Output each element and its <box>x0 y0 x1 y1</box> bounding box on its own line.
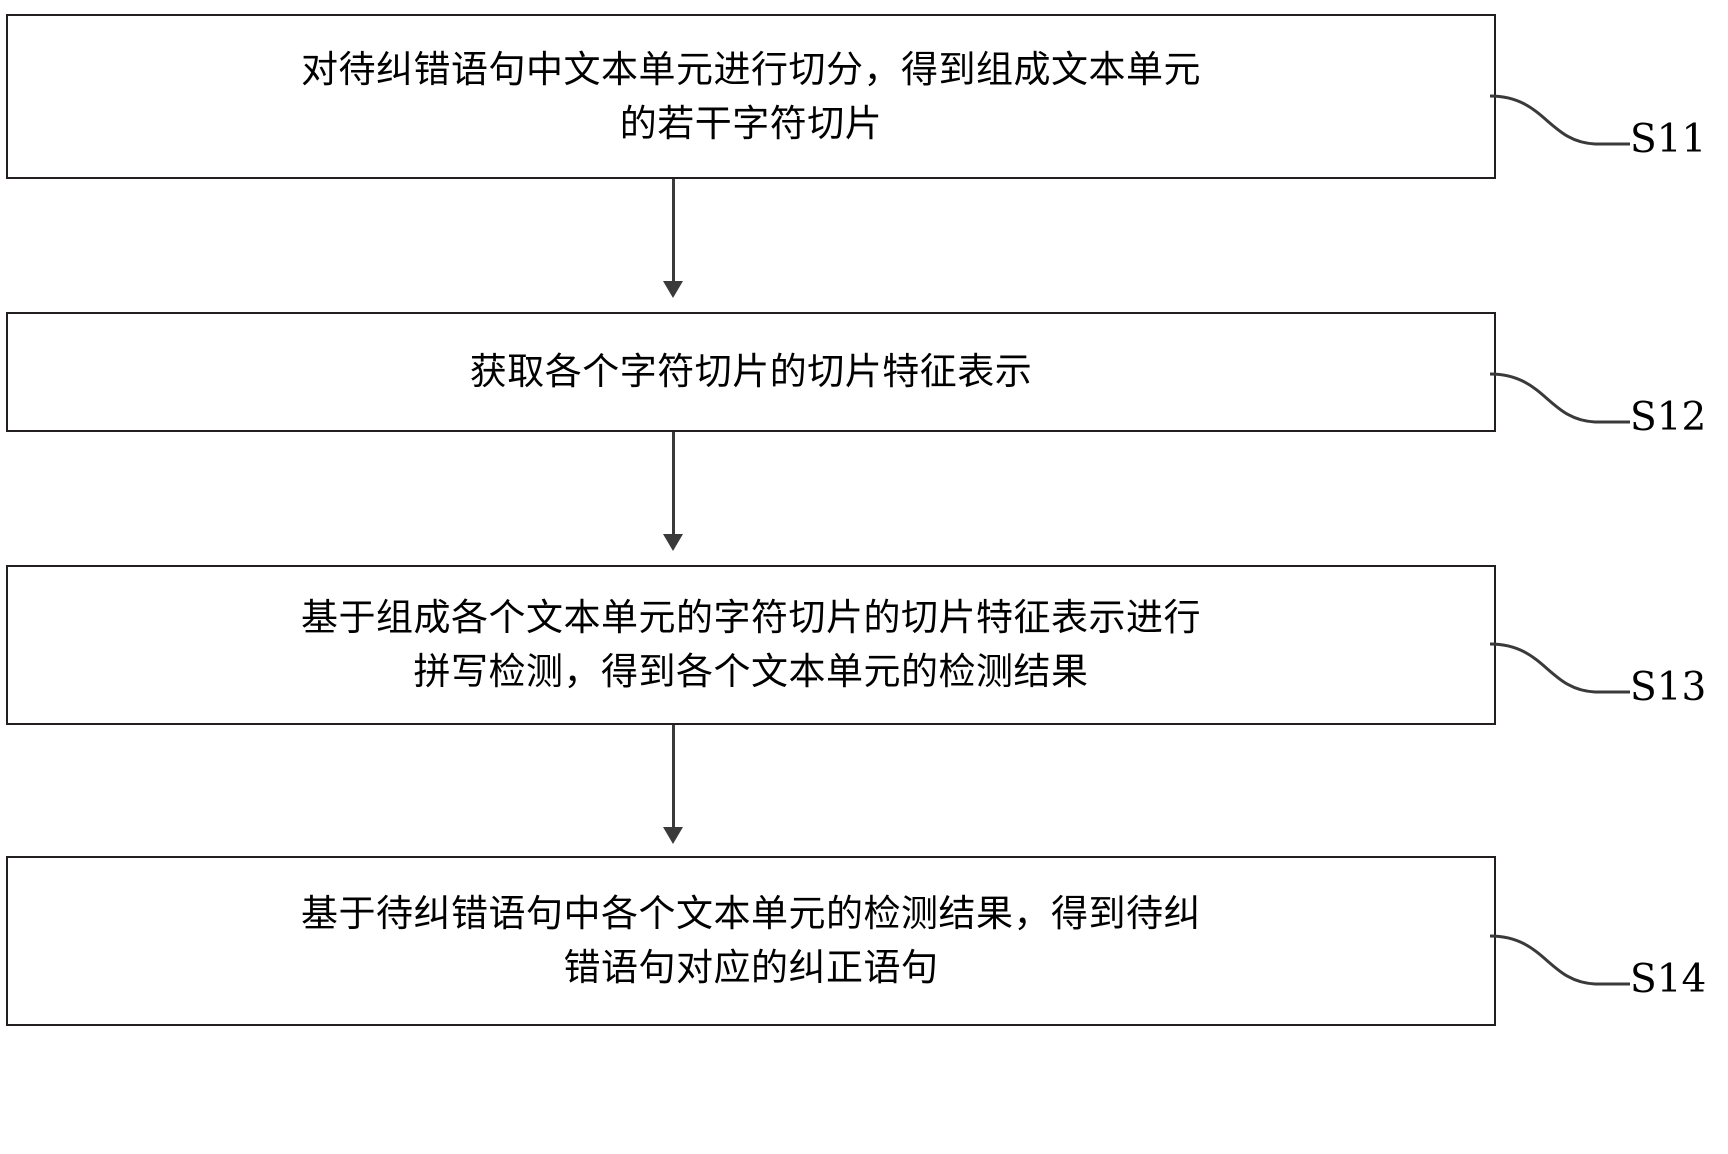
step-box-s13: 基于组成各个文本单元的字符切片的切片特征表示进行 拼写检测，得到各个文本单元的检… <box>6 565 1496 725</box>
leader-line-s14 <box>1490 934 1630 986</box>
step-label-s11: S11 <box>1630 117 1707 162</box>
step-text-s14: 基于待纠错语句中各个文本单元的检测结果，得到待纠 错语句对应的纠正语句 <box>301 892 1201 989</box>
step-box-s11: 对待纠错语句中文本单元进行切分，得到组成文本单元 的若干字符切片 <box>6 14 1496 179</box>
connector-s12-s13 <box>672 432 675 536</box>
step-label-s14: S14 <box>1630 957 1707 1002</box>
connector-s11-s12 <box>672 179 675 283</box>
step-text-s13: 基于组成各个文本单元的字符切片的切片特征表示进行 拼写检测，得到各个文本单元的检… <box>301 596 1201 693</box>
step-label-s13: S13 <box>1630 665 1707 710</box>
connector-arrowhead-s12-s13 <box>663 534 683 551</box>
step-box-s14: 基于待纠错语句中各个文本单元的检测结果，得到待纠 错语句对应的纠正语句 <box>6 856 1496 1026</box>
leader-line-s12 <box>1490 372 1630 424</box>
leader-line-s13 <box>1490 642 1630 694</box>
connector-s13-s14 <box>672 725 675 829</box>
leader-line-s11 <box>1490 94 1630 146</box>
step-box-s12: 获取各个字符切片的切片特征表示 <box>6 312 1496 432</box>
step-text-s12: 获取各个字符切片的切片特征表示 <box>469 350 1033 394</box>
step-text-s11: 对待纠错语句中文本单元进行切分，得到组成文本单元 的若干字符切片 <box>301 47 1201 145</box>
connector-arrowhead-s11-s12 <box>663 281 683 298</box>
step-label-s12: S12 <box>1630 395 1707 440</box>
connector-arrowhead-s13-s14 <box>663 827 683 844</box>
